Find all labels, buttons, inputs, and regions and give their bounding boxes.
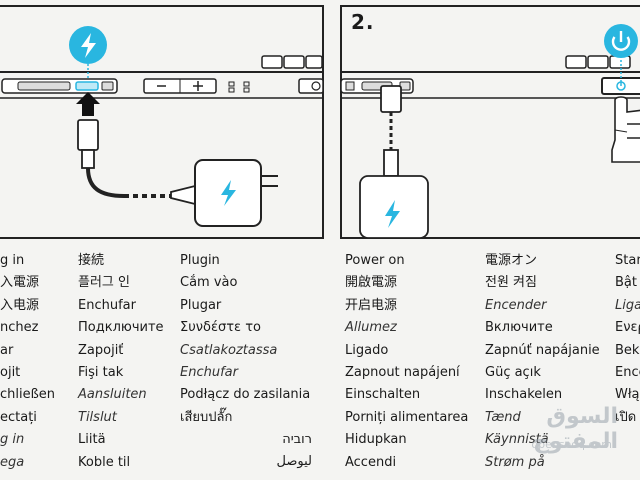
translation-word: Bật xyxy=(615,275,637,291)
translation-word: Liga xyxy=(615,297,640,313)
translation-word: Beka xyxy=(615,342,640,358)
translation-word: Συνδέστε το xyxy=(180,320,261,336)
translation-word: Zapnúť napájanie xyxy=(485,342,600,358)
translation-word: Csatlakoztassa xyxy=(180,342,278,358)
translation-word: Ligado xyxy=(345,342,389,358)
power-on-translations-col-3: StarBậtLigaΕνερBekaEnceWłą เปิด xyxy=(615,250,640,429)
translation-word: Plugin xyxy=(180,253,220,268)
translation-word: Encender xyxy=(485,297,547,313)
translation-word: Подключите xyxy=(78,320,164,336)
translation-word: Koble til xyxy=(78,454,131,470)
translation-word: 플러그 인 xyxy=(78,275,130,291)
panel-1-frame xyxy=(0,5,324,239)
translation-word: Strøm på xyxy=(485,454,545,470)
translation-word: เปิด xyxy=(615,409,637,425)
plugin-translations-col-1: g in 入電源入电源 nchez ar ojit chließen ectați g in e… xyxy=(0,250,55,474)
translation-word: Liitä xyxy=(78,432,106,448)
translation-word: Fişi tak xyxy=(78,364,124,380)
translation-word: Einschalten xyxy=(345,387,421,403)
charger-icon xyxy=(170,159,278,227)
panel-2-illustration xyxy=(340,5,640,239)
translation-word: Podłącz do zasilania xyxy=(180,387,311,403)
hand-icon xyxy=(611,96,640,163)
translation-word: g in xyxy=(0,432,25,448)
plugin-translations-rtl: רוביה ليوصل xyxy=(230,429,312,474)
usb-plug xyxy=(77,119,190,198)
translation-word: ar xyxy=(0,342,14,358)
translation-word: Ενερ xyxy=(615,320,640,336)
translation-word: Güç açık xyxy=(485,364,541,380)
translation-word: רוביה xyxy=(282,432,312,447)
translation-word: g in xyxy=(0,253,25,268)
translation-word: Star xyxy=(615,253,640,268)
translation-word: 入电源 xyxy=(0,297,40,313)
opensooq-watermark: السوق المفتوح opensooq.com xyxy=(468,402,628,460)
translation-word: Aansluiten xyxy=(78,387,147,403)
translation-word: Käynnistä xyxy=(485,432,549,448)
connected-plug xyxy=(359,85,429,239)
translation-word: Cắm vào xyxy=(180,275,238,291)
translation-word: Tænd xyxy=(485,409,521,425)
translation-word: Zapnout napájení xyxy=(345,364,460,380)
panel-2-frame xyxy=(340,5,640,239)
translation-word: Enchufar xyxy=(180,364,238,380)
power-icon xyxy=(604,24,638,78)
translation-word: 전원 켜짐 xyxy=(485,275,537,291)
translation-word: เสียบปลั๊ก xyxy=(180,409,233,425)
translation-word: Включите xyxy=(485,320,553,336)
translation-word: Accendi xyxy=(345,454,397,470)
translation-word: 接続 xyxy=(78,253,105,268)
translation-word: Plugar xyxy=(180,297,222,313)
translation-word: nchez xyxy=(0,320,39,336)
translation-word: ليوصل xyxy=(276,454,312,470)
device-ports xyxy=(1,78,324,94)
arrow-up-icon xyxy=(76,92,100,116)
translation-word: chließen xyxy=(0,387,56,403)
watermark-latin: opensooq.com xyxy=(531,438,612,451)
watermark-arabic: السوق المفتوح xyxy=(532,404,618,454)
translation-word: ojit xyxy=(0,364,21,380)
translation-word: Ence xyxy=(615,364,640,380)
translation-word: ectați xyxy=(0,409,37,425)
lightning-icon xyxy=(69,26,107,79)
translation-word: 开启电源 xyxy=(345,297,398,313)
step-number: 2. xyxy=(351,10,375,34)
translation-word: 開啟電源 xyxy=(345,275,398,291)
translation-word: Tilslut xyxy=(78,409,117,425)
translation-word: Enchufar xyxy=(78,297,136,313)
translation-word: Hidupkan xyxy=(345,432,407,448)
translation-word: Power on xyxy=(345,253,405,268)
translation-word: Inschakelen xyxy=(485,387,563,403)
translation-word: Porniți alimentarea xyxy=(345,409,469,425)
panel-1-illustration xyxy=(0,5,324,239)
translation-word: 電源オン xyxy=(485,253,538,268)
translation-word: 入電源 xyxy=(0,275,40,291)
translation-word: Allumez xyxy=(345,320,397,336)
translation-word: ega xyxy=(0,454,25,470)
device-keys xyxy=(261,55,323,69)
translation-word: Zapojiť xyxy=(78,342,124,358)
translation-word: Włą xyxy=(615,387,640,403)
